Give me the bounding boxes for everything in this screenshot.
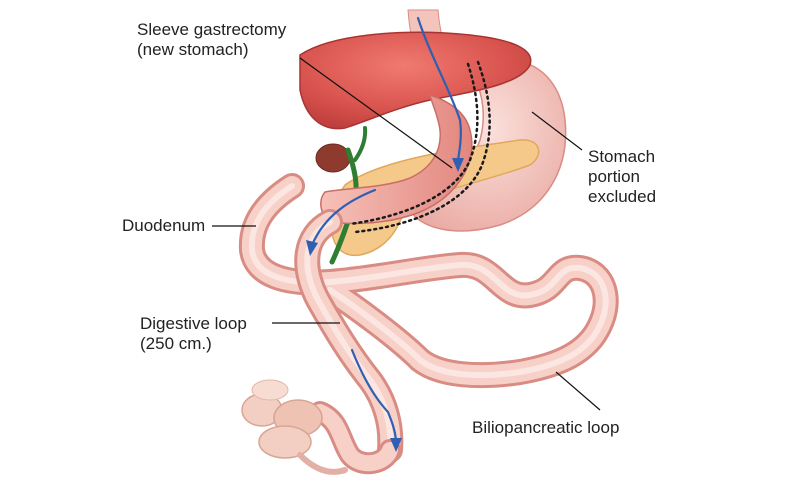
- digestive-loop-label: Digestive loop (250 cm.): [140, 314, 247, 354]
- arrowhead-2: [306, 240, 318, 256]
- duodenum-label: Duodenum: [122, 216, 205, 236]
- arrowhead-3: [390, 438, 402, 452]
- leader-lines: [212, 57, 601, 411]
- leader-bilio: [555, 371, 601, 411]
- stomach-label-line2: portion: [588, 167, 640, 186]
- leader-stomach: [531, 111, 583, 151]
- biliopancreatic-loop-label: Biliopancreatic loop: [472, 418, 619, 438]
- stomach-label-line3: excluded: [588, 187, 657, 206]
- duodenum-label-text: Duodenum: [122, 216, 206, 235]
- staple-line-outer: [353, 60, 491, 234]
- liver: [299, 31, 532, 130]
- flow-arrowheads: [306, 158, 464, 452]
- arrowhead-1: [452, 158, 464, 172]
- food-flow-arrows: [310, 16, 462, 442]
- cecum: [241, 379, 323, 459]
- stomach-label-line1: Stomach: [588, 147, 656, 166]
- digestive-label-line2: (250 cm.): [140, 334, 212, 353]
- sleeve-label-line2: (new stomach): [137, 40, 249, 59]
- flow-arrow-sleeve: [310, 188, 377, 247]
- biliopancreatic-label-text: Biliopancreatic loop: [472, 418, 620, 437]
- sleeve-gastrectomy-label: Sleeve gastrectomy (new stomach): [137, 20, 286, 60]
- gallbladder: [315, 143, 351, 173]
- bile-duct-branch: [353, 126, 368, 162]
- stomach-excluded-label: Stomach portion excluded: [588, 147, 656, 207]
- digestive-label-line1: Digestive loop: [140, 314, 247, 333]
- flow-arrow-esophagus: [416, 16, 462, 162]
- appendix: [297, 452, 348, 475]
- biliopancreatic-loop: [238, 173, 619, 389]
- staple-line-inner: [348, 62, 479, 226]
- sleeve-label-line1: Sleeve gastrectomy: [137, 20, 287, 39]
- leader-sleeve: [299, 57, 453, 169]
- flow-arrow-digestive: [350, 348, 398, 442]
